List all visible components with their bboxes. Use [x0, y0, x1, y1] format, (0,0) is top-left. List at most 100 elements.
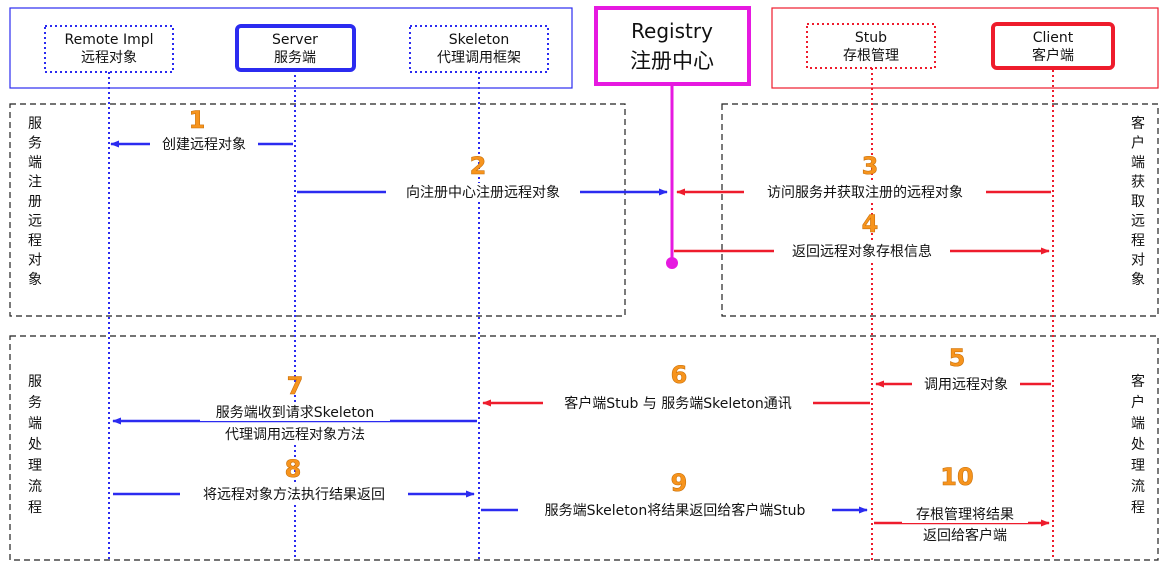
step-number: 6	[671, 361, 688, 389]
participant-name: Skeleton	[449, 32, 510, 48]
section-label-server-process: 服务端处理流程	[28, 374, 42, 516]
participant-box	[806, 23, 936, 69]
section-label-char: 流	[28, 479, 42, 495]
label-background	[180, 485, 408, 503]
step-number: 2	[470, 152, 487, 180]
step-label: 客户端Stub 与 服务端Skeleton通讯	[564, 395, 792, 412]
section-label-char: 服	[28, 116, 42, 132]
step-label-line2: 代理调用远程对象方法	[225, 427, 365, 443]
section-label-char: 象	[28, 272, 42, 288]
section-label-char: 程	[1131, 500, 1145, 516]
section-label-char: 注	[28, 175, 42, 191]
step-label: 将远程对象方法执行结果返回	[203, 487, 385, 503]
participant-box	[594, 6, 751, 86]
participant-stub: Stub 存根管理	[806, 23, 936, 69]
section-label-char: 端	[28, 155, 42, 171]
step-number: 7	[287, 372, 304, 400]
participant-subtitle: 服务端	[274, 50, 316, 66]
step-3: 访问服务并获取注册的远程对象 3	[676, 152, 1051, 201]
label-background	[543, 394, 813, 412]
participant-name: Remote Impl	[64, 32, 153, 48]
label-background	[744, 183, 986, 201]
participant-subtitle: 存根管理	[843, 48, 899, 64]
section-label-char: 理	[28, 458, 42, 474]
section-label-client-fetch: 客户端获取远程对象	[1131, 115, 1145, 288]
section-label-char: 务	[28, 395, 42, 411]
step-label: 向注册中心注册远程对象	[406, 185, 560, 201]
step-9: 服务端Skeleton将结果返回给客户端Stub 9	[481, 469, 868, 519]
step-2: 向注册中心注册远程对象 2	[297, 152, 668, 201]
step-label: 调用远程对象	[924, 377, 1008, 393]
section-label-char: 端	[28, 416, 42, 432]
section-label-char: 远	[28, 214, 42, 230]
step-label-line1: 服务端收到请求Skeleton	[216, 405, 375, 421]
label-background	[386, 183, 580, 201]
participant-server: Server 服务端	[235, 24, 356, 72]
section-label-char: 册	[28, 194, 42, 210]
participant-name: Registry	[631, 19, 713, 43]
participant-box	[991, 22, 1115, 70]
step-10: 存根管理将结果 返回给客户端 10	[874, 463, 1050, 544]
section-label-char: 端	[1131, 416, 1145, 432]
section-label-char: 流	[1131, 479, 1145, 495]
step-number: 9	[671, 469, 688, 497]
participant-name: Client	[1033, 30, 1074, 46]
section-label-char: 程	[28, 500, 42, 516]
section-label-char: 户	[1131, 394, 1145, 411]
step-number: 3	[862, 152, 879, 180]
participant-name: Server	[272, 32, 318, 48]
section-label-char: 对	[28, 253, 42, 269]
label-background	[150, 135, 258, 153]
participant-registry: Registry 注册中心	[594, 6, 751, 86]
section-label-char: 对	[1131, 253, 1145, 269]
label-background	[902, 505, 1028, 523]
participant-remote-impl: Remote Impl 远程对象	[44, 25, 174, 73]
section-label-char: 程	[28, 233, 42, 249]
client-group-frame	[771, 7, 1159, 89]
label-background	[200, 403, 390, 421]
step-6: 客户端Stub 与 服务端Skeleton通讯 6	[482, 361, 870, 412]
participant-subtitle: 注册中心	[630, 49, 714, 73]
section-label-char: 端	[1131, 155, 1145, 171]
label-background	[518, 501, 832, 519]
step-7: 服务端收到请求Skeleton 代理调用远程对象方法 7	[112, 372, 477, 443]
label-background	[774, 242, 950, 260]
step-label: 返回远程对象存根信息	[792, 243, 932, 260]
section-label-char: 远	[1131, 214, 1145, 230]
participant-subtitle: 客户端	[1032, 47, 1074, 64]
label-background	[910, 526, 1020, 544]
section-label-char: 客	[1131, 373, 1145, 390]
label-background	[912, 375, 1020, 393]
label-background	[210, 424, 380, 442]
section-label-char: 程	[1131, 233, 1145, 249]
step-5: 调用远程对象 5	[875, 344, 1051, 393]
section-label-char: 象	[1131, 272, 1145, 288]
section-label-server-register: 服务端注册远程对象	[28, 116, 42, 288]
section-label-char: 理	[1131, 458, 1145, 474]
server-group-frame	[9, 7, 573, 89]
participant-name: Stub	[855, 30, 887, 46]
step-4: 返回远程对象存根信息 4	[674, 210, 1050, 260]
participant-subtitle: 远程对象	[81, 50, 137, 66]
participant-skeleton: Skeleton 代理调用框架	[409, 25, 549, 73]
client-fetch-section-frame	[721, 103, 1159, 317]
step-label: 服务端Skeleton将结果返回给客户端Stub	[545, 502, 806, 519]
section-label-client-process: 客户端处理流程	[1131, 373, 1145, 516]
step-number: 5	[949, 344, 966, 372]
participant-box	[409, 25, 549, 73]
step-label-line2: 返回给客户端	[923, 527, 1007, 544]
server-register-section-frame	[9, 103, 626, 317]
step-label-line1: 存根管理将结果	[916, 507, 1014, 523]
step-8: 将远程对象方法执行结果返回 8	[113, 455, 475, 503]
participant-box	[44, 25, 174, 73]
process-section-frame	[9, 335, 1159, 561]
participant-box	[235, 24, 356, 72]
section-label-char: 处	[1131, 437, 1145, 453]
step-number: 1	[189, 106, 206, 134]
step-number: 8	[285, 455, 302, 483]
section-label-char: 客	[1131, 115, 1145, 132]
section-label-char: 服	[28, 374, 42, 390]
participant-subtitle: 代理调用框架	[437, 50, 521, 66]
